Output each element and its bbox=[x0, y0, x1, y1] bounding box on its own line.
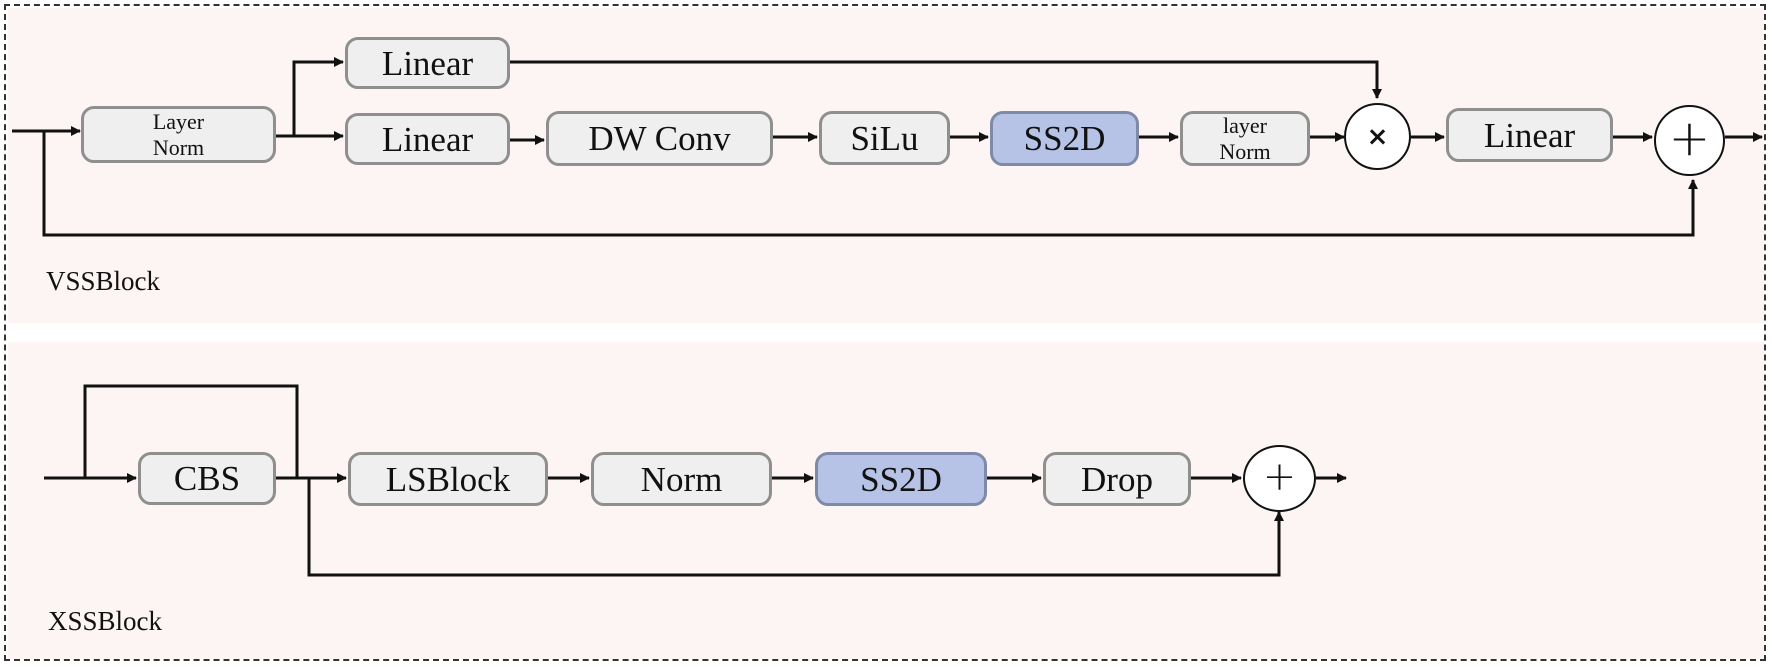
layer-norm-2-box: layer Norm bbox=[1180, 111, 1310, 166]
diagram-frame bbox=[4, 4, 1766, 661]
wire-xss-cbs-bypass bbox=[83, 384, 299, 478]
dwconv-label: DW Conv bbox=[588, 119, 731, 158]
layer-norm-2-line-2: Norm bbox=[1219, 138, 1271, 164]
silu-box: SiLu bbox=[819, 111, 950, 165]
ss2d-box: SS2D bbox=[990, 111, 1139, 166]
wire-linear-top-to-multiply bbox=[510, 60, 1382, 99]
wire-xss-residual bbox=[307, 478, 1284, 577]
xssblock-caption: XSSBlock bbox=[48, 606, 163, 636]
cbs-label: CBS bbox=[173, 459, 241, 498]
dwconv-box: DW Conv bbox=[546, 111, 773, 166]
linear-main-box: Linear bbox=[345, 113, 510, 165]
multiply-node: × bbox=[1344, 103, 1411, 170]
layer-norm-line-1: Layer bbox=[152, 108, 205, 134]
drop-label: Drop bbox=[1081, 459, 1153, 499]
linear-out-label: Linear bbox=[1483, 115, 1576, 155]
linear-main-label: Linear bbox=[381, 119, 474, 159]
vssblock-caption: VSSBlock bbox=[46, 266, 161, 296]
add-symbol-xss: + bbox=[1262, 453, 1297, 500]
norm-box: Norm bbox=[591, 452, 772, 506]
linear-out-box: Linear bbox=[1446, 108, 1613, 162]
cbs-box: CBS bbox=[138, 452, 276, 505]
lsblock-box: LSBlock bbox=[348, 452, 548, 506]
add-node-xss: + bbox=[1243, 445, 1316, 512]
layer-norm-2-line-1: layer bbox=[1223, 112, 1267, 138]
ss2d-box-xss: SS2D bbox=[815, 452, 987, 506]
lsblock-label: LSBlock bbox=[385, 459, 511, 499]
layer-norm-line-2: Norm bbox=[152, 134, 205, 160]
norm-label: Norm bbox=[640, 459, 723, 499]
ss2d-label: SS2D bbox=[1023, 119, 1106, 158]
linear-top-box: Linear bbox=[345, 37, 510, 89]
drop-box: Drop bbox=[1043, 452, 1191, 506]
multiply-symbol: × bbox=[1366, 121, 1389, 152]
wire-residual-skip bbox=[42, 131, 1698, 237]
add-node-vss: + bbox=[1654, 105, 1725, 176]
wire-branch-up bbox=[292, 57, 344, 136]
layer-norm-box: Layer Norm bbox=[81, 106, 276, 163]
linear-top-label: Linear bbox=[381, 43, 474, 83]
ss2d-label-xss: SS2D bbox=[860, 459, 942, 499]
silu-label: SiLu bbox=[850, 118, 919, 158]
add-symbol-vss: + bbox=[1668, 108, 1711, 167]
